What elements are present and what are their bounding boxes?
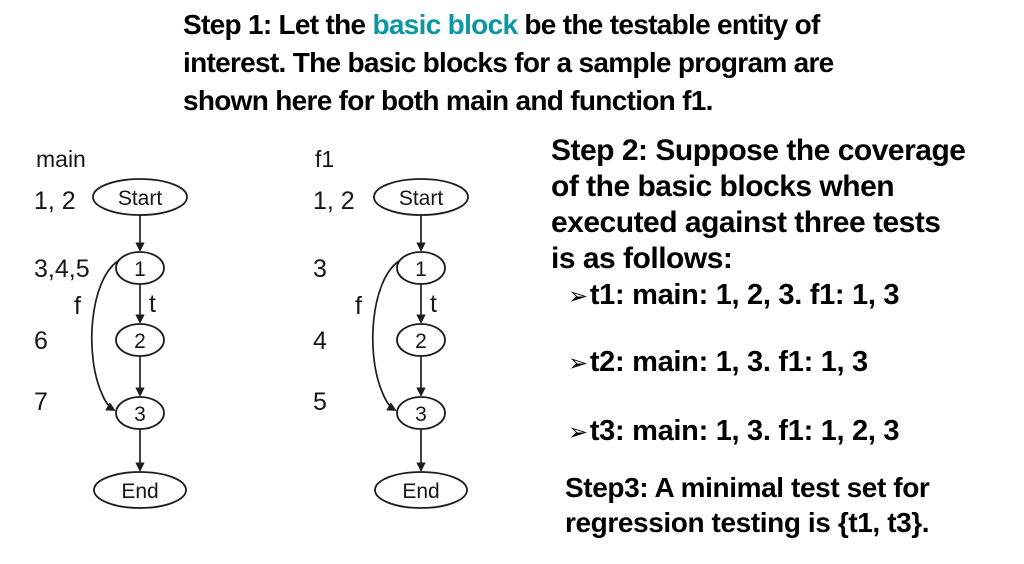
node-2-label: 2 — [415, 330, 427, 353]
arrow-bullet-icon: ➢ — [568, 349, 588, 377]
edge-false-1-to-3 — [90, 260, 119, 411]
step3-line2: regression testing is {t1, t3}. — [565, 507, 930, 538]
step1-line1-post: be the testable entity of — [517, 9, 820, 40]
node-1 — [396, 251, 446, 285]
node-3 — [115, 396, 165, 430]
node-2-label: 2 — [134, 330, 146, 353]
node-1-label: 1 — [134, 258, 146, 281]
test-t1-row: ➢t1: main: 1, 2, 3. f1: 1, 3 — [568, 278, 900, 313]
step1-line1-pre: Step 1: Let the — [183, 9, 373, 40]
test-t3-row: ➢t3: main: 1, 3. f1: 1, 2, 3 — [568, 414, 900, 449]
step1-line1: Step 1: Let the basic block be the testa… — [183, 6, 834, 44]
edge-label-false: f — [355, 292, 362, 320]
node-3-label: 3 — [415, 403, 427, 426]
step3-heading: Step3: A minimal test set for regression… — [565, 470, 930, 540]
block-label-start: 1, 2 — [34, 187, 76, 215]
node-start — [373, 178, 469, 216]
test-t2-label: t2: main: 1, 3. f1: 1, 3 — [589, 346, 868, 378]
block-label-n1: 3 — [313, 255, 327, 283]
step3-line1: Step3: A minimal test set for — [565, 472, 930, 503]
node-3 — [396, 396, 446, 430]
block-label-n3: 5 — [313, 388, 327, 416]
arrow-bullet-icon: ➢ — [568, 282, 588, 310]
step1-line3: shown here for both main and function f1… — [183, 85, 713, 116]
block-label-n2: 4 — [313, 327, 327, 355]
edge-false-1-to-3 — [371, 260, 400, 411]
step2-heading: Step 2: Suppose the coverage of the basi… — [551, 133, 966, 277]
arrow-bullet-icon: ➢ — [568, 418, 588, 446]
node-end — [374, 471, 468, 509]
step1-line2: interest. The basic blocks for a sample … — [183, 47, 834, 78]
node-end-label: End — [121, 480, 158, 503]
block-label-n1: 3,4,5 — [34, 255, 90, 283]
node-start-label: Start — [399, 187, 444, 210]
control-flow-graph-f1: f1 1, 2 3 4 5 t f Start 1 2 3 End — [313, 146, 469, 509]
block-label-n2: 6 — [34, 327, 48, 355]
step1-highlight-basic-block: basic block — [372, 9, 519, 40]
node-end — [93, 471, 187, 509]
graph-title-main: main — [36, 146, 86, 172]
node-start-label: Start — [118, 187, 163, 210]
edge-label-true: t — [430, 290, 437, 318]
node-2 — [396, 323, 446, 357]
block-label-start: 1, 2 — [313, 187, 355, 215]
node-end-label: End — [402, 480, 439, 503]
edge-label-false: f — [74, 292, 81, 320]
edge-label-true: t — [149, 290, 156, 318]
node-start — [92, 178, 188, 216]
node-1-label: 1 — [415, 258, 427, 281]
test-t2-row: ➢t2: main: 1, 3. f1: 1, 3 — [568, 345, 868, 380]
step2-line3: executed against three tests — [551, 206, 941, 239]
step2-line2: of the basic blocks when — [551, 170, 895, 203]
block-label-n3: 7 — [34, 388, 48, 416]
node-1 — [115, 251, 165, 285]
graph-title-f1: f1 — [315, 146, 334, 172]
control-flow-graph-main: main 1, 2 3,4,5 6 7 t f Start 1 2 3 End — [34, 146, 188, 509]
step1-heading: Step 1: Let the basic block be the testa… — [183, 6, 834, 120]
step2-line1: Step 2: Suppose the coverage — [551, 134, 966, 167]
step2-line4: is as follows: — [551, 242, 733, 275]
test-t3-label: t3: main: 1, 3. f1: 1, 2, 3 — [589, 415, 900, 447]
test-t1-label: t1: main: 1, 2, 3. f1: 1, 3 — [589, 279, 900, 311]
node-2 — [115, 323, 165, 357]
node-3-label: 3 — [134, 403, 146, 426]
